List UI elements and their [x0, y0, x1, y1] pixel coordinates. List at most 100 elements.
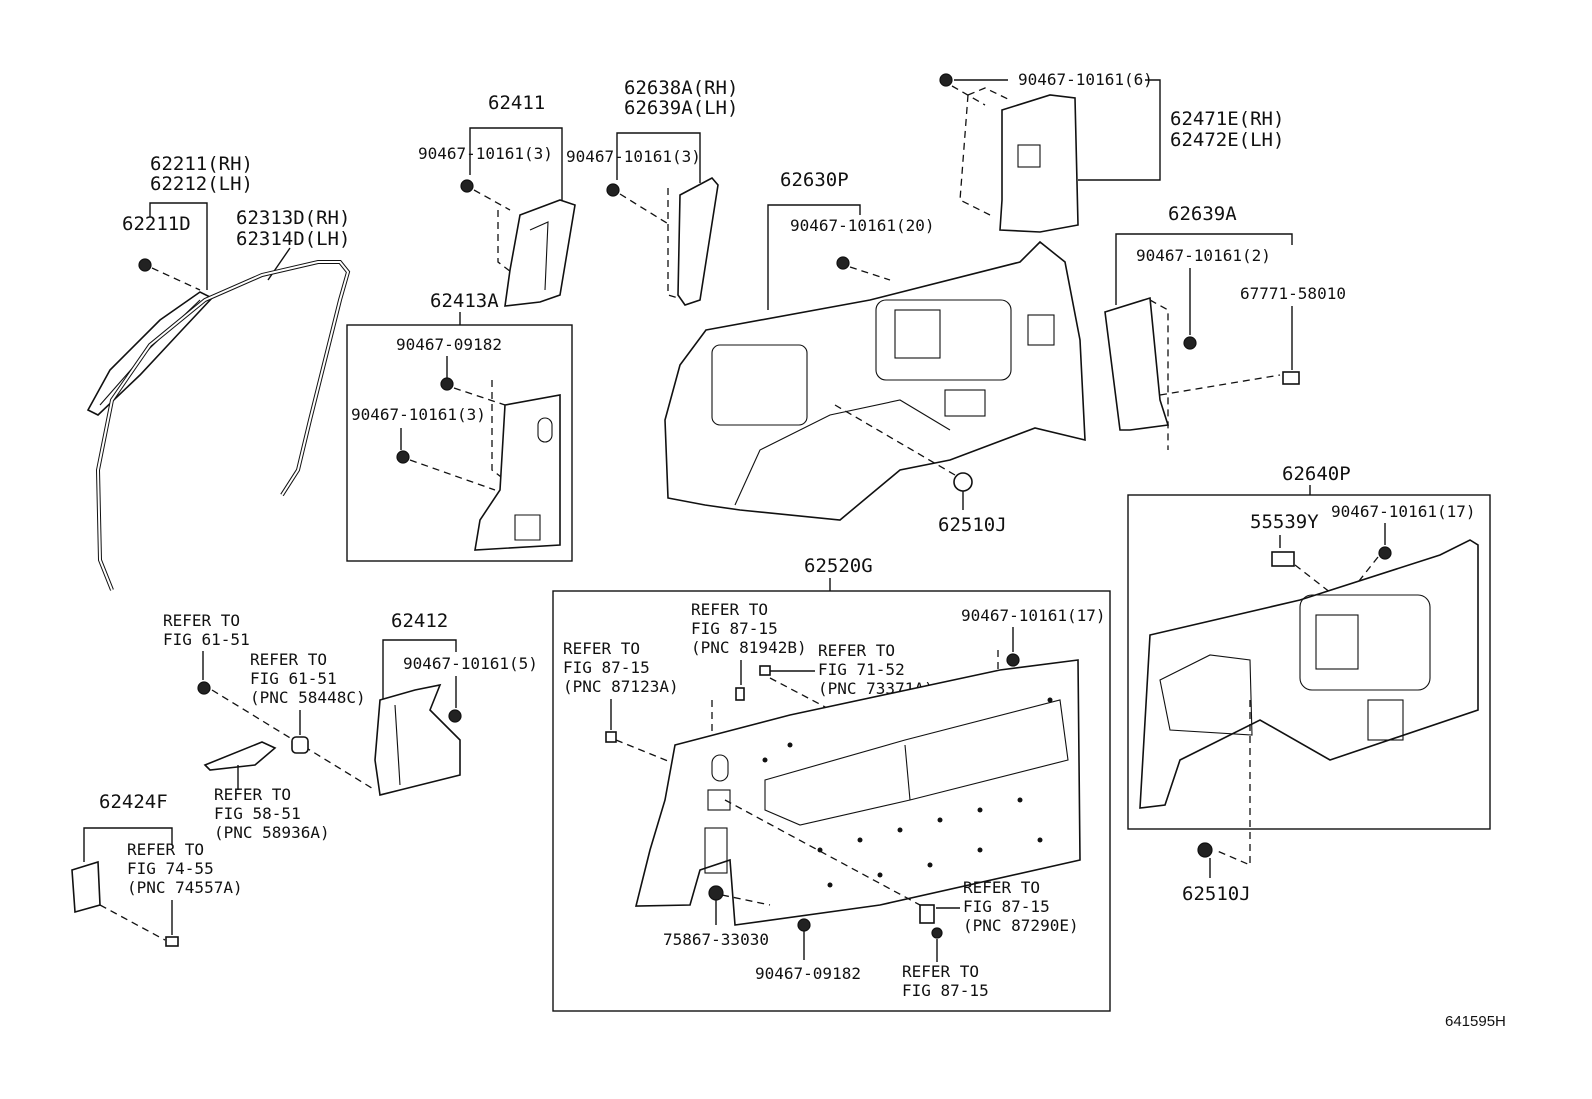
- leader-62639a: [1115, 233, 1293, 305]
- label-62471-clip: 90467-10161(6): [1018, 70, 1153, 89]
- refer-1-line-1: REFER TO: [163, 611, 240, 630]
- refer-6-line-1: REFER TO: [691, 600, 768, 619]
- label-62212lh: 62212(LH): [150, 173, 253, 195]
- dash-67771: [1159, 374, 1281, 396]
- part-62520g-bracket: [707, 789, 731, 811]
- part-62510j-a-clip[interactable]: [953, 472, 973, 492]
- label-62640p: 62640P: [1282, 463, 1351, 485]
- part-74557a[interactable]: [165, 936, 179, 947]
- part-62630p-bracket: [1027, 314, 1055, 346]
- label-62472e: 62472E(LH): [1170, 129, 1284, 151]
- refer-8-line-3: (PNC 87290E): [963, 916, 1079, 935]
- part-refer-9-clip[interactable]: [931, 927, 943, 939]
- label-62314d: 62314D(LH): [236, 228, 350, 250]
- part-58936a-handle[interactable]: [203, 741, 277, 771]
- clip-62640[interactable]: [1378, 546, 1392, 560]
- part-62520g-luggage-trim[interactable]: [634, 659, 1081, 926]
- part-87123a[interactable]: [605, 731, 617, 743]
- part-62630p-inner: [894, 309, 941, 359]
- refer-6-line-3: (PNC 81942B): [691, 638, 807, 657]
- label-62630-clip: 90467-10161(20): [790, 216, 935, 235]
- refer-2-line-3: (PNC 58448C): [250, 688, 366, 707]
- part-62412-trim[interactable]: [374, 683, 461, 796]
- refer-block-2[interactable]: REFER TO FIG 61-51 (PNC 58448C): [250, 650, 366, 707]
- frame-62413a: [346, 324, 573, 562]
- clip-62639[interactable]: [1183, 336, 1197, 350]
- part-75867-hook[interactable]: [708, 885, 724, 901]
- refer-2-line-2: FIG 61-51: [250, 669, 337, 688]
- label-62639a-lh: 62639A(LH): [624, 97, 738, 119]
- dash-55539y: [1294, 564, 1341, 601]
- refer-6-line-2: FIG 87-15: [691, 619, 778, 638]
- clip-62413-a[interactable]: [440, 377, 454, 391]
- refer-block-5[interactable]: REFER TO FIG 87-15 (PNC 87123A): [563, 639, 679, 696]
- clip-62520[interactable]: [1006, 653, 1020, 667]
- leader-62638a: [616, 132, 701, 183]
- part-73371a[interactable]: [759, 665, 771, 676]
- label-62412: 62412: [391, 610, 448, 632]
- dash-refer-1: [211, 689, 376, 791]
- clip-62412[interactable]: [448, 709, 462, 723]
- part-62510j-b-clip[interactable]: [1197, 842, 1213, 858]
- part-55539y[interactable]: [1271, 551, 1295, 567]
- clip-62520-b[interactable]: [797, 918, 811, 932]
- clip-62211d[interactable]: [138, 258, 152, 272]
- clip-refer-1[interactable]: [197, 681, 211, 695]
- clip-62413-b[interactable]: [396, 450, 410, 464]
- refer-block-9[interactable]: REFER TO FIG 87-15: [902, 962, 989, 1000]
- refer-block-3[interactable]: REFER TO FIG 58-51 (PNC 58936A): [214, 785, 330, 842]
- part-62638a-c-pillar[interactable]: [677, 176, 719, 306]
- label-62520-clip2: 90467-09182: [755, 964, 861, 983]
- dash-62471-c: [959, 94, 991, 216]
- part-58448c[interactable]: [291, 736, 309, 754]
- part-62471e-d-pillar[interactable]: [999, 94, 1079, 233]
- leader-62411: [469, 127, 563, 205]
- part-81942b[interactable]: [735, 687, 745, 701]
- refer-block-1[interactable]: REFER TO FIG 61-51: [163, 611, 250, 649]
- refer-block-4[interactable]: REFER TO FIG 74-55 (PNC 74557A): [127, 840, 243, 897]
- weatherstrip-inner: [96, 261, 350, 591]
- clip-62471[interactable]: [939, 73, 953, 87]
- part-67771-clip[interactable]: [1282, 371, 1300, 385]
- refer-9-line-1: REFER TO: [902, 962, 979, 981]
- dash-87290e: [724, 799, 921, 906]
- label-62412-clip: 90467-10161(5): [403, 654, 538, 673]
- part-62411-detail: [529, 221, 549, 291]
- diagram-code: 641595H: [1445, 1013, 1506, 1030]
- part-62640p-inner: [1315, 614, 1359, 670]
- label-67771: 67771-58010: [1240, 284, 1346, 303]
- refer-block-6[interactable]: REFER TO FIG 87-15 (PNC 81942B): [691, 600, 807, 657]
- part-62640p-vent: [1367, 699, 1404, 741]
- part-62411-b-pillar-lower[interactable]: [504, 199, 576, 307]
- label-62630p: 62630P: [780, 169, 849, 191]
- refer-5-line-1: REFER TO: [563, 639, 640, 658]
- refer-block-8[interactable]: REFER TO FIG 87-15 (PNC 87290E): [963, 878, 1079, 935]
- dash-62471-a: [951, 85, 986, 106]
- callout-62211[interactable]: 62211(RH) 62212(LH) 62211D 62313D(RH) 62…: [122, 153, 350, 250]
- dash-62424f: [99, 904, 166, 941]
- leader-62424f: [83, 827, 173, 862]
- part-62630p-window-front: [711, 344, 808, 426]
- refer-4-line-1: REFER TO: [127, 840, 204, 859]
- clip-62638[interactable]: [606, 183, 620, 197]
- clip-62630[interactable]: [836, 256, 850, 270]
- clip-62411[interactable]: [460, 179, 474, 193]
- part-62630p-vent: [944, 389, 986, 417]
- part-62424f-cover[interactable]: [71, 860, 101, 914]
- dash-62630: [849, 266, 891, 281]
- part-87290e[interactable]: [919, 904, 935, 924]
- part-62639a-trim[interactable]: [1104, 296, 1170, 431]
- refer-3-line-3: (PNC 58936A): [214, 823, 330, 842]
- part-62413a-slot: [537, 417, 553, 443]
- part-door-opening-weatherstrip[interactable]: [95, 260, 351, 591]
- refer-8-line-2: FIG 87-15: [963, 897, 1050, 916]
- part-62471e-detail: [1017, 144, 1041, 168]
- part-62640p-quarter-trim[interactable]: [1139, 539, 1479, 809]
- part-62413a-b-pillar-trim[interactable]: [474, 394, 561, 551]
- refer-7-line-1: REFER TO: [818, 641, 895, 660]
- label-62413-clip2: 90467-10161(3): [351, 405, 486, 424]
- label-62510j-b: 62510J: [1182, 883, 1251, 905]
- part-62630p-quarter-trim[interactable]: [664, 240, 1086, 521]
